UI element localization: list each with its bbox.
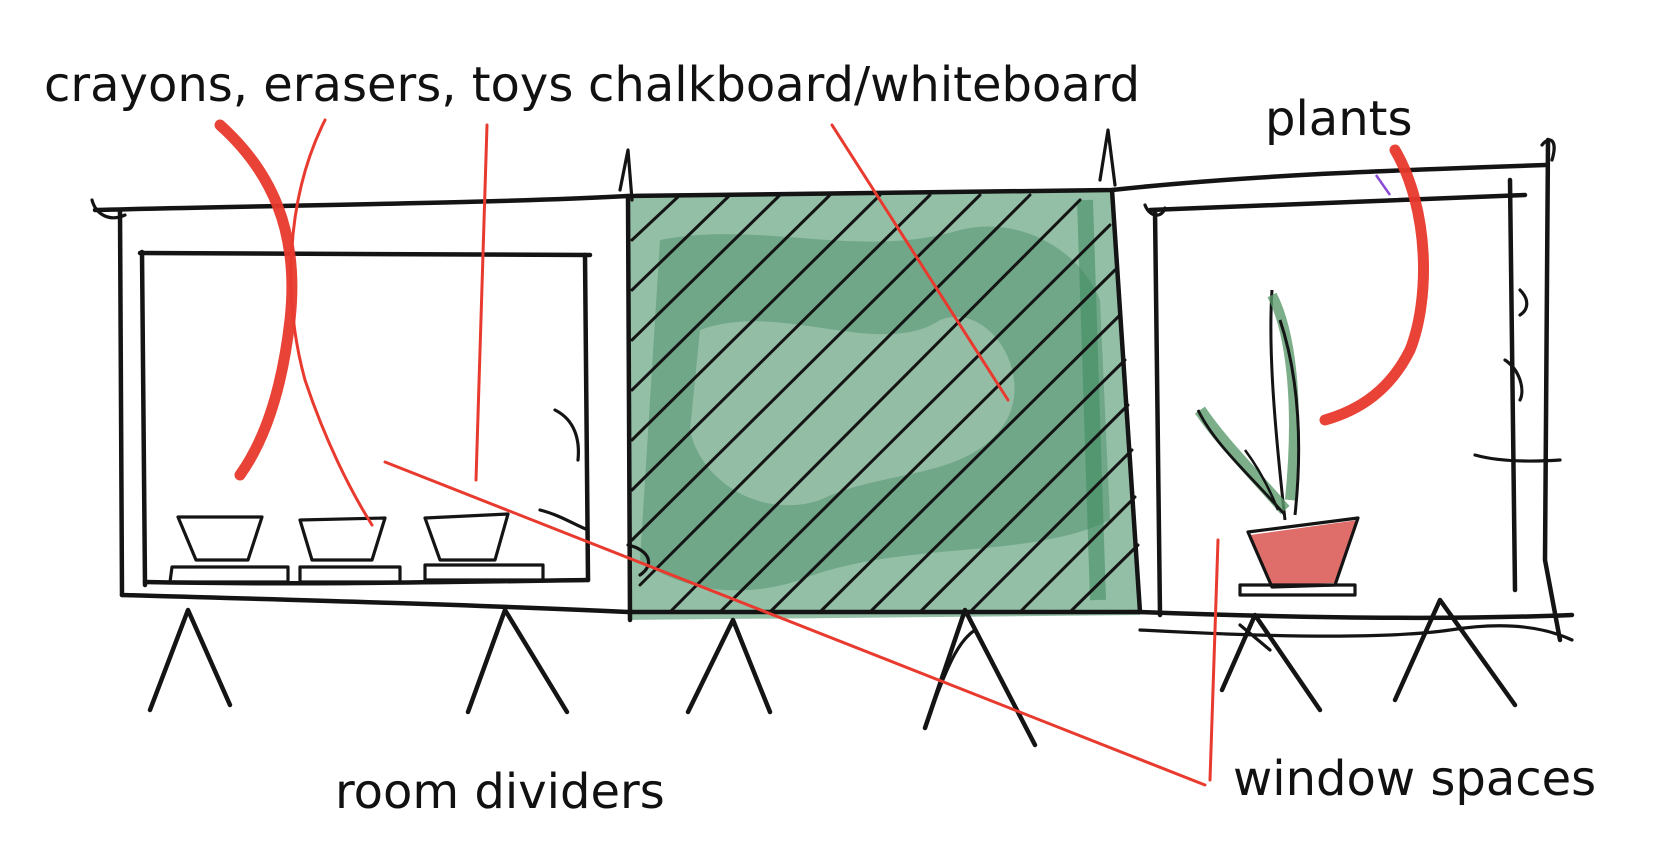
label-crayons-erasers-toys: crayons, erasers, toys: [44, 57, 573, 113]
label-plants: plants: [1265, 91, 1412, 147]
annotation-brush-strokes: [214, 119, 1429, 481]
divider-legs: [147, 597, 1518, 748]
label-room-dividers: room dividers: [335, 764, 665, 820]
chalkboard-fill: [628, 190, 1140, 620]
shelf-frame: [90, 128, 1575, 643]
toy-bins: [168, 512, 545, 584]
label-window-spaces: window spaces: [1233, 751, 1596, 807]
chalkboard-hatching: [630, 193, 1140, 614]
potted-plant: [1195, 289, 1360, 597]
annotation-leader-lines: [289, 118, 1220, 787]
label-chalkboard-whiteboard: chalkboard/whiteboard: [588, 57, 1140, 113]
